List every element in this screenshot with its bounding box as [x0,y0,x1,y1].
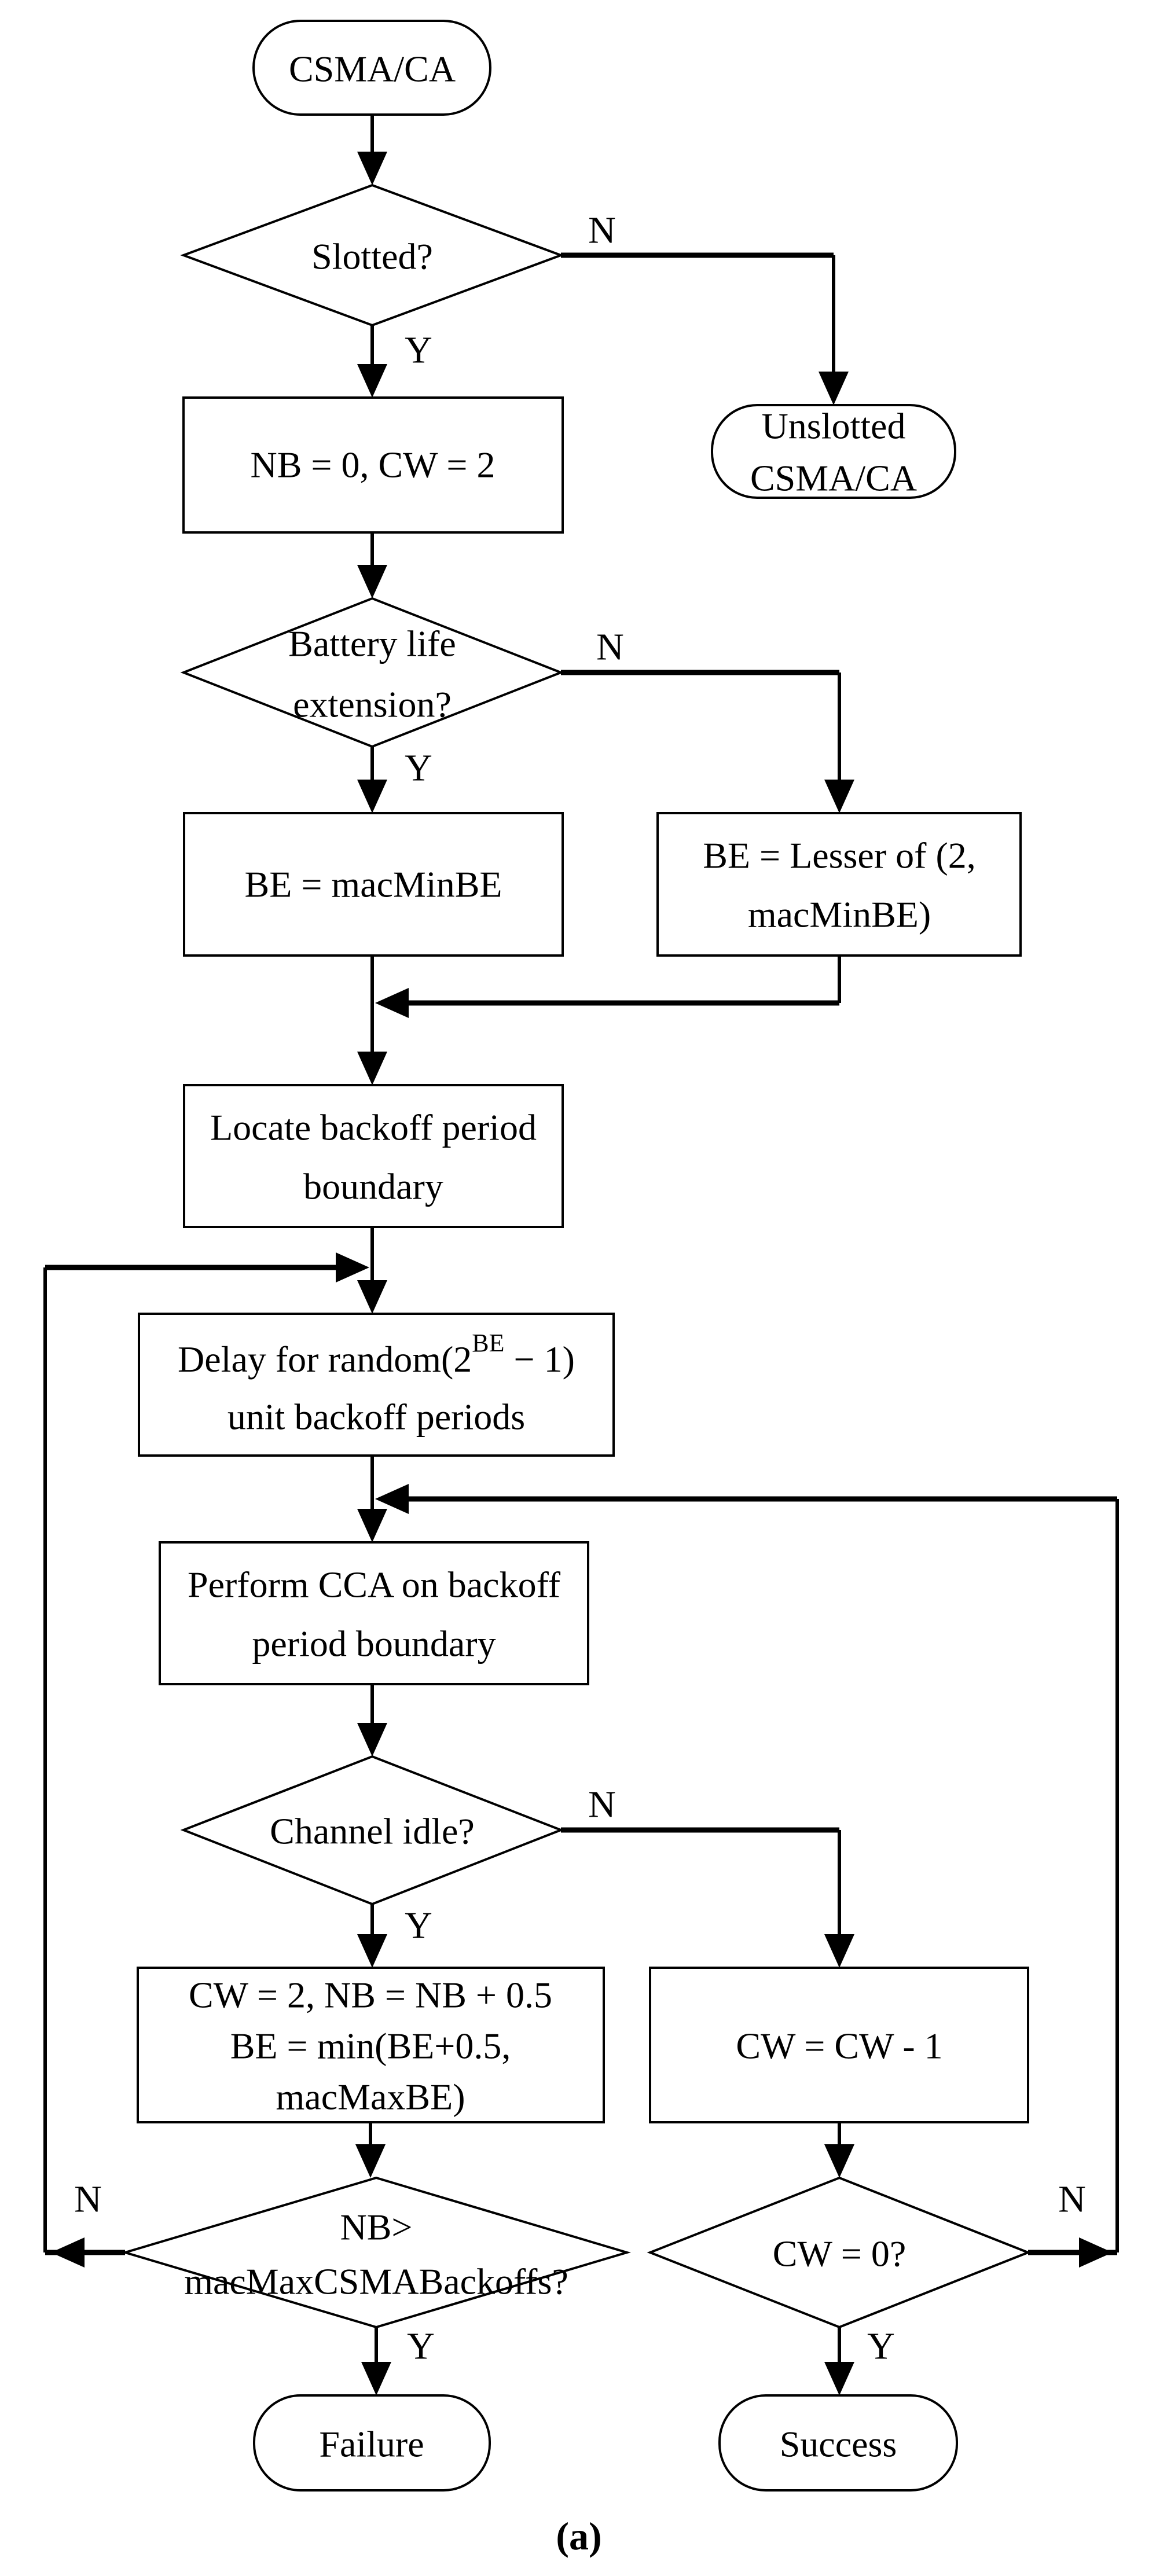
arrowhead-channel-cwdec [824,1934,854,1968]
node-slotted: Slotted? [180,183,564,327]
arrowhead-battery-bemin [357,780,387,813]
arrowhead-nbcheck-failure [361,2362,391,2395]
nb-check-n-label: N [74,2178,102,2221]
locate-rect-shape [183,1084,564,1228]
slotted-diamond-shape [180,183,564,327]
node-delay: Delay for random(2BE − 1) unit backoff p… [138,1313,615,1457]
failure-label: Failure [319,2424,424,2465]
nb-check-label-line1: NB> [340,2207,413,2248]
arrowhead-cwdec-cwcheck [824,2144,854,2178]
cw-dec-rect-shape [649,1967,1029,2123]
nb-check-label-line2: macMaxCSMABackoffs? [184,2261,568,2302]
channel-diamond-shape [180,1755,564,1906]
nb-check-y-label: Y [407,2325,435,2368]
battery-n-label: N [596,626,624,668]
update-label-line3: macMaxBE) [276,2077,465,2118]
arrowhead-nbcheck-n [51,2237,85,2268]
arrowhead-merge-locate [357,1052,387,1085]
init-label: NB = 0, CW = 2 [250,444,495,486]
failure-terminator-shape [253,2394,491,2492]
start-label: CSMA/CA [289,49,456,90]
be-lesser-rect-shape [656,812,1022,957]
node-update: CW = 2, NB = NB + 0.5 BE = min(BE+0.5, m… [137,1967,605,2123]
cw-check-y-label: Y [867,2325,895,2368]
battery-label-line1: Battery life [288,623,456,664]
be-min-label: BE = macMinBE [245,864,502,905]
arrowhead-belesser-merge [375,988,409,1018]
node-channel: Channel idle? [180,1755,564,1906]
arrowhead-start-slotted [357,152,387,185]
cca-label-line2: period boundary [252,1623,496,1664]
node-init: NB = 0, CW = 2 [182,396,564,534]
edges [43,115,1119,2395]
arrowhead-init-battery [357,565,387,598]
success-label: Success [780,2424,897,2465]
locate-label-line1: Locate backoff period [210,1107,537,1148]
unslotted-terminator-shape [711,404,956,499]
be-lesser-label-line2: macMinBE) [748,894,931,935]
arrowhead-cca-channel [357,1723,387,1756]
arrowhead-update-nbcheck [355,2144,386,2178]
channel-y-label: Y [405,1905,432,1947]
cca-label-line1: Perform CCA on backoff [188,1564,561,1605]
arrowhead-slotted-unslotted [819,372,849,405]
cw-check-diamond-shape [647,2176,1032,2329]
node-start: CSMA/CA [252,20,491,116]
be-lesser-label-line1: BE = Lesser of (2, [703,835,976,876]
nb-check-diamond-shape [120,2176,632,2329]
arrowhead-delay-cca [357,1509,387,1542]
node-nb-check: NB> macMaxCSMABackoffs? [120,2176,632,2329]
node-be-lesser: BE = Lesser of (2, macMinBE) [656,812,1022,957]
arrowhead-cwcheck-n [1079,2237,1113,2268]
delay-label-line1: Delay for random(2BE − 1) [178,1329,575,1380]
arrowhead-cwcheck-success [824,2362,854,2395]
cw-check-n-label: N [1058,2178,1086,2221]
update-label-line2: BE = min(BE+0.5, [230,2026,511,2067]
locate-label-line2: boundary [303,1166,443,1207]
arrowhead-leftloop-delay [336,1252,369,1283]
arrowhead-rightloop-cca [375,1484,409,1514]
arrowhead-channel-update [357,1934,387,1968]
node-locate: Locate backoff period boundary [183,1084,564,1228]
cw-dec-label: CW = CW - 1 [736,2026,942,2067]
battery-diamond-shape [180,597,564,748]
node-cw-dec: CW = CW - 1 [649,1967,1029,2123]
unslotted-label-line1: Unslotted [762,406,906,447]
start-terminator-shape [252,20,491,116]
delay-label-line1-sup: BE [472,1329,504,1357]
be-min-rect-shape [183,812,564,957]
battery-y-label: Y [405,747,432,789]
node-battery: Battery life extension? [180,597,564,748]
node-cw-check: CW = 0? [647,2176,1032,2329]
cw-check-label: CW = 0? [773,2233,906,2274]
node-cca: Perform CCA on backoff period boundary [159,1541,589,1685]
slotted-n-label: N [588,210,616,252]
arrowhead-slotted-init [357,364,387,398]
cca-rect-shape [159,1541,589,1685]
init-rect-shape [182,396,564,534]
node-success: Success [718,2394,958,2492]
channel-label: Channel idle? [270,1811,475,1852]
node-be-min: BE = macMinBE [183,812,564,957]
update-rect-shape [137,1967,605,2123]
arrowhead-locate-delay [357,1280,387,1314]
delay-label-line2: unit backoff periods [227,1397,525,1438]
delay-label-line1-pre: Delay for random(2 [178,1339,472,1380]
success-terminator-shape [718,2394,958,2492]
update-label-line1: CW = 2, NB = NB + 0.5 [189,1975,552,2016]
channel-n-label: N [588,1784,616,1826]
battery-label-line2: extension? [293,684,452,725]
slotted-label: Slotted? [311,236,433,277]
node-unslotted: Unslotted CSMA/CA [711,404,956,499]
figure-caption: (a) [556,2514,601,2558]
arrowhead-battery-belesser [824,780,854,813]
unslotted-label-line2: CSMA/CA [750,458,917,499]
delay-rect-shape [138,1313,615,1457]
delay-label-line1-post: − 1) [505,1339,575,1380]
slotted-y-label: Y [405,329,432,372]
node-failure: Failure [253,2394,491,2492]
